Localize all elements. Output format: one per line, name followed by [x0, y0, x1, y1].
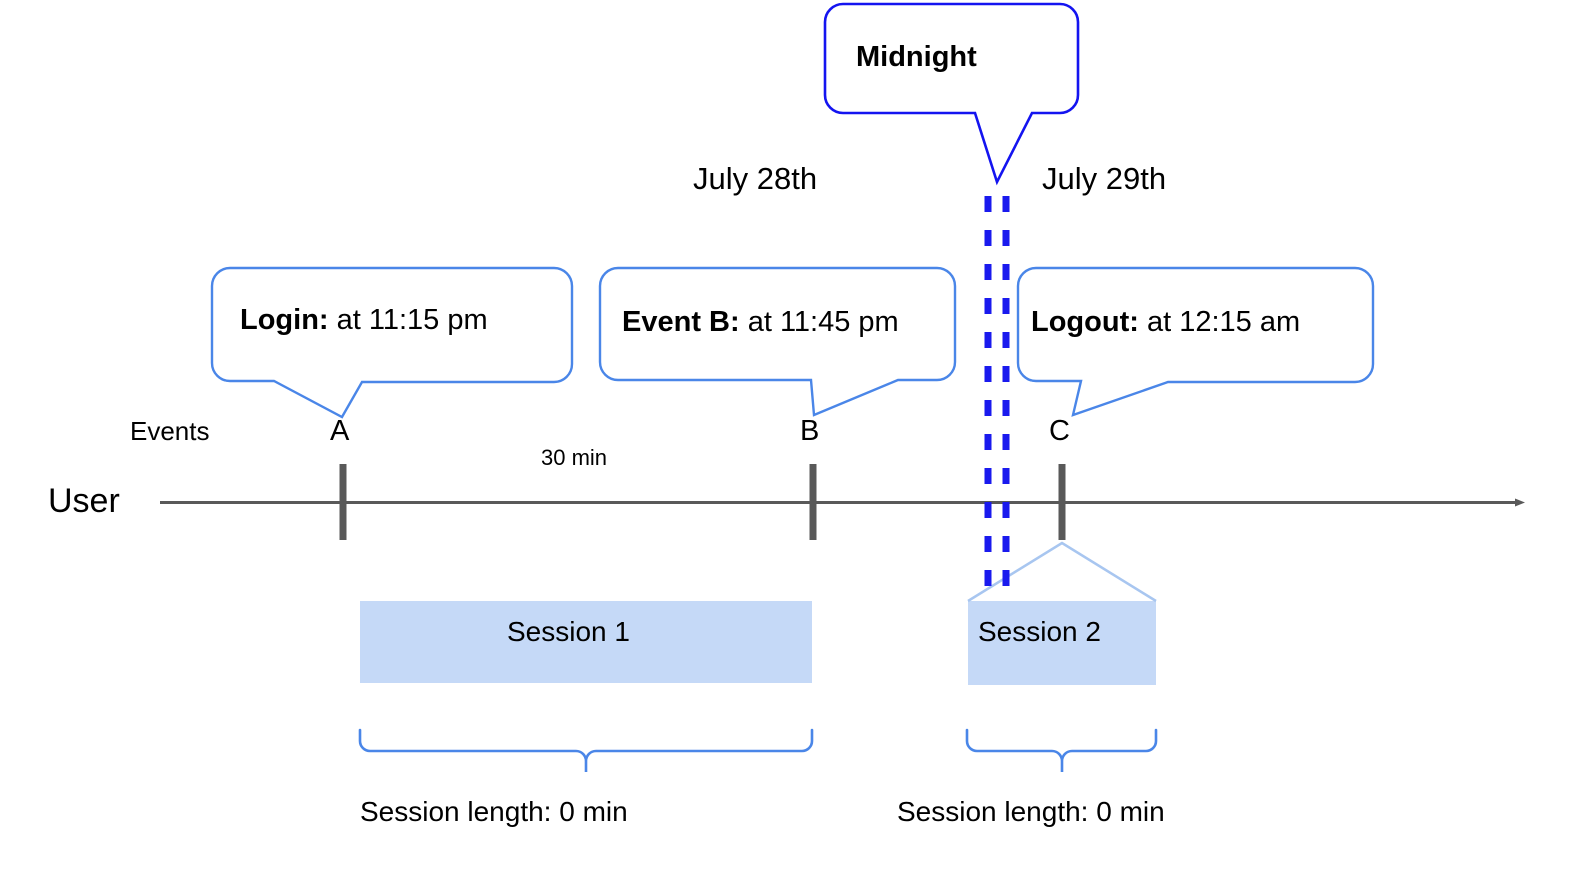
callout-b-bold: Event B: [622, 306, 740, 338]
events-row-label: Events [130, 416, 210, 446]
callout-c-shape [1016, 266, 1375, 417]
interval-label-30-min: 30 min [541, 445, 608, 470]
tick-label-b: B [800, 415, 820, 447]
callout-b-shape [598, 266, 957, 417]
session-2-length-label: Session length: 0 min [897, 796, 1165, 827]
callout-a-rest: at 11:15 pm [328, 304, 488, 336]
callout-c-bold: Logout: [1031, 306, 1139, 338]
user-row-label: User [48, 482, 120, 520]
session-1-length-label: Session length: 0 min [360, 796, 628, 827]
day-label-july-28: July 28th [693, 161, 818, 196]
callout-c-text: Logout: at 12:15 am [1031, 308, 1300, 337]
tick-label-a: A [330, 415, 350, 447]
callout-a-shape [210, 266, 574, 419]
callout-a-text: Login: at 11:15 pm [240, 306, 488, 335]
session-1-brace [358, 728, 814, 772]
session-2-connector [967, 541, 1157, 603]
midnight-callout-shape [823, 2, 1080, 186]
callout-c-rest: at 12:15 am [1138, 306, 1301, 338]
callout-b-text: Event B: at 11:45 pm [622, 308, 899, 337]
callout-a-bold: Login: [240, 304, 329, 336]
session-2-brace [965, 728, 1158, 772]
tick-label-c: C [1049, 415, 1070, 447]
session-1-box [360, 601, 812, 683]
session-2-label: Session 2 [978, 616, 1101, 647]
callout-b-rest: at 11:45 pm [739, 306, 899, 338]
session-2-box [968, 601, 1156, 685]
midnight-callout-label: Midnight [856, 41, 977, 73]
day-label-july-29: July 29th [1042, 161, 1167, 196]
session-1-label: Session 1 [507, 616, 630, 647]
